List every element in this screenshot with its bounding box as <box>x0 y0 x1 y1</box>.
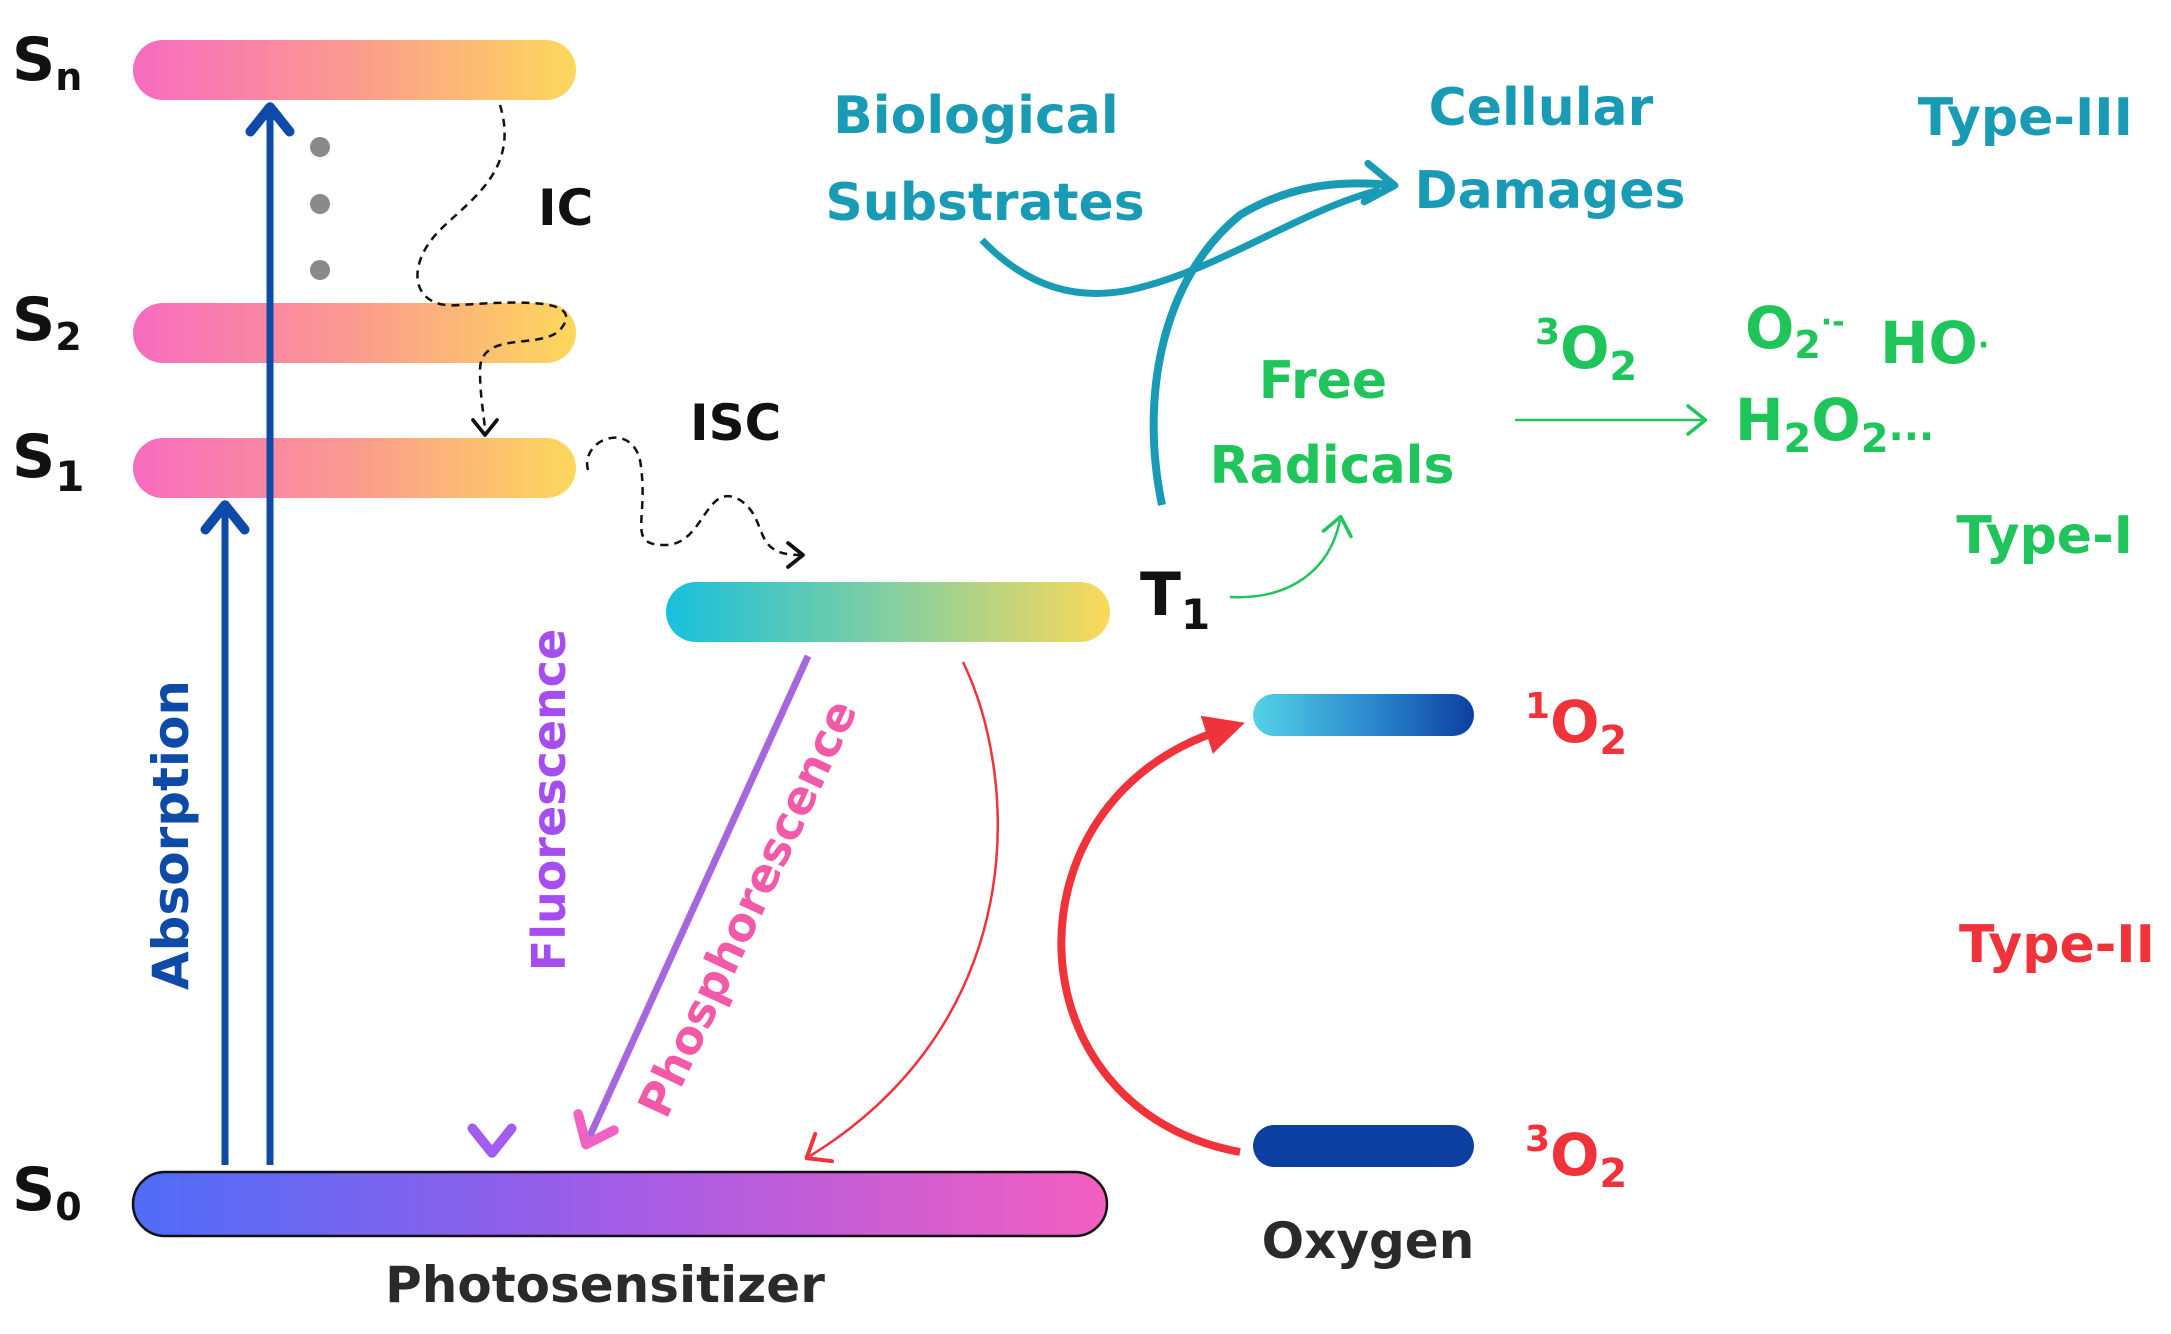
sn-level-bar <box>133 40 576 100</box>
singlet-oxygen-bar <box>1253 694 1474 736</box>
sn-label: Sn <box>12 25 82 99</box>
s0-level-bar <box>131 1170 1109 1238</box>
fluorescence-label: Fluorescence <box>522 629 576 971</box>
triplet-oxygen-top-label: 3O2 <box>1535 312 1637 390</box>
t1-decay-curve <box>804 661 999 1164</box>
type-i-label: Type-I <box>1956 506 2133 566</box>
type-ii-label: Type-II <box>1959 915 2155 975</box>
phosphorescence-label: Phosphorescence <box>627 691 868 1125</box>
t1-to-damage-arrow <box>1149 159 1399 506</box>
singlet-oxygen-label: 1O2 <box>1525 686 1627 764</box>
oxygen-label: Oxygen <box>1262 1212 1475 1270</box>
s1-label: S1 <box>12 422 84 501</box>
triplet-oxygen-bottom-label: 3O2 <box>1525 1119 1627 1197</box>
peroxide-label: H2O2... <box>1735 386 1934 462</box>
absorption-label: Absorption <box>142 680 200 990</box>
ellipsis-dots <box>310 137 330 280</box>
photosensitizer-label: Photosensitizer <box>385 1256 825 1314</box>
triplet-oxygen-bar <box>1253 1125 1474 1167</box>
phosphorescence-arrow <box>573 654 812 1150</box>
s2-label: S2 <box>12 285 82 359</box>
ic-dashed-path <box>416 104 568 437</box>
biological-substrates-curve <box>979 186 1381 297</box>
t1-level-bar <box>666 582 1110 642</box>
energy-transfer-arrow <box>1057 715 1245 1156</box>
free-radicals-label: Free Radicals <box>1210 351 1455 496</box>
t1-label: T1 <box>1140 560 1210 639</box>
type-iii-label: Type-III <box>1918 88 2133 148</box>
biological-substrates-label: Biological Substrates <box>825 86 1144 233</box>
cellular-damages-label: Cellular Damages <box>1415 78 1686 221</box>
isc-label: ISC <box>690 394 781 452</box>
hydroxyl-label: HO· <box>1880 309 1989 377</box>
t1-to-radicals-arrow <box>1229 514 1353 599</box>
s1-level-bar <box>133 438 576 498</box>
isc-dashed-path <box>585 436 805 569</box>
superoxide-label: O2·- <box>1745 294 1845 367</box>
s0-label: S0 <box>12 1155 82 1229</box>
ic-label: IC <box>538 179 593 237</box>
s2-level-bar <box>133 303 576 363</box>
